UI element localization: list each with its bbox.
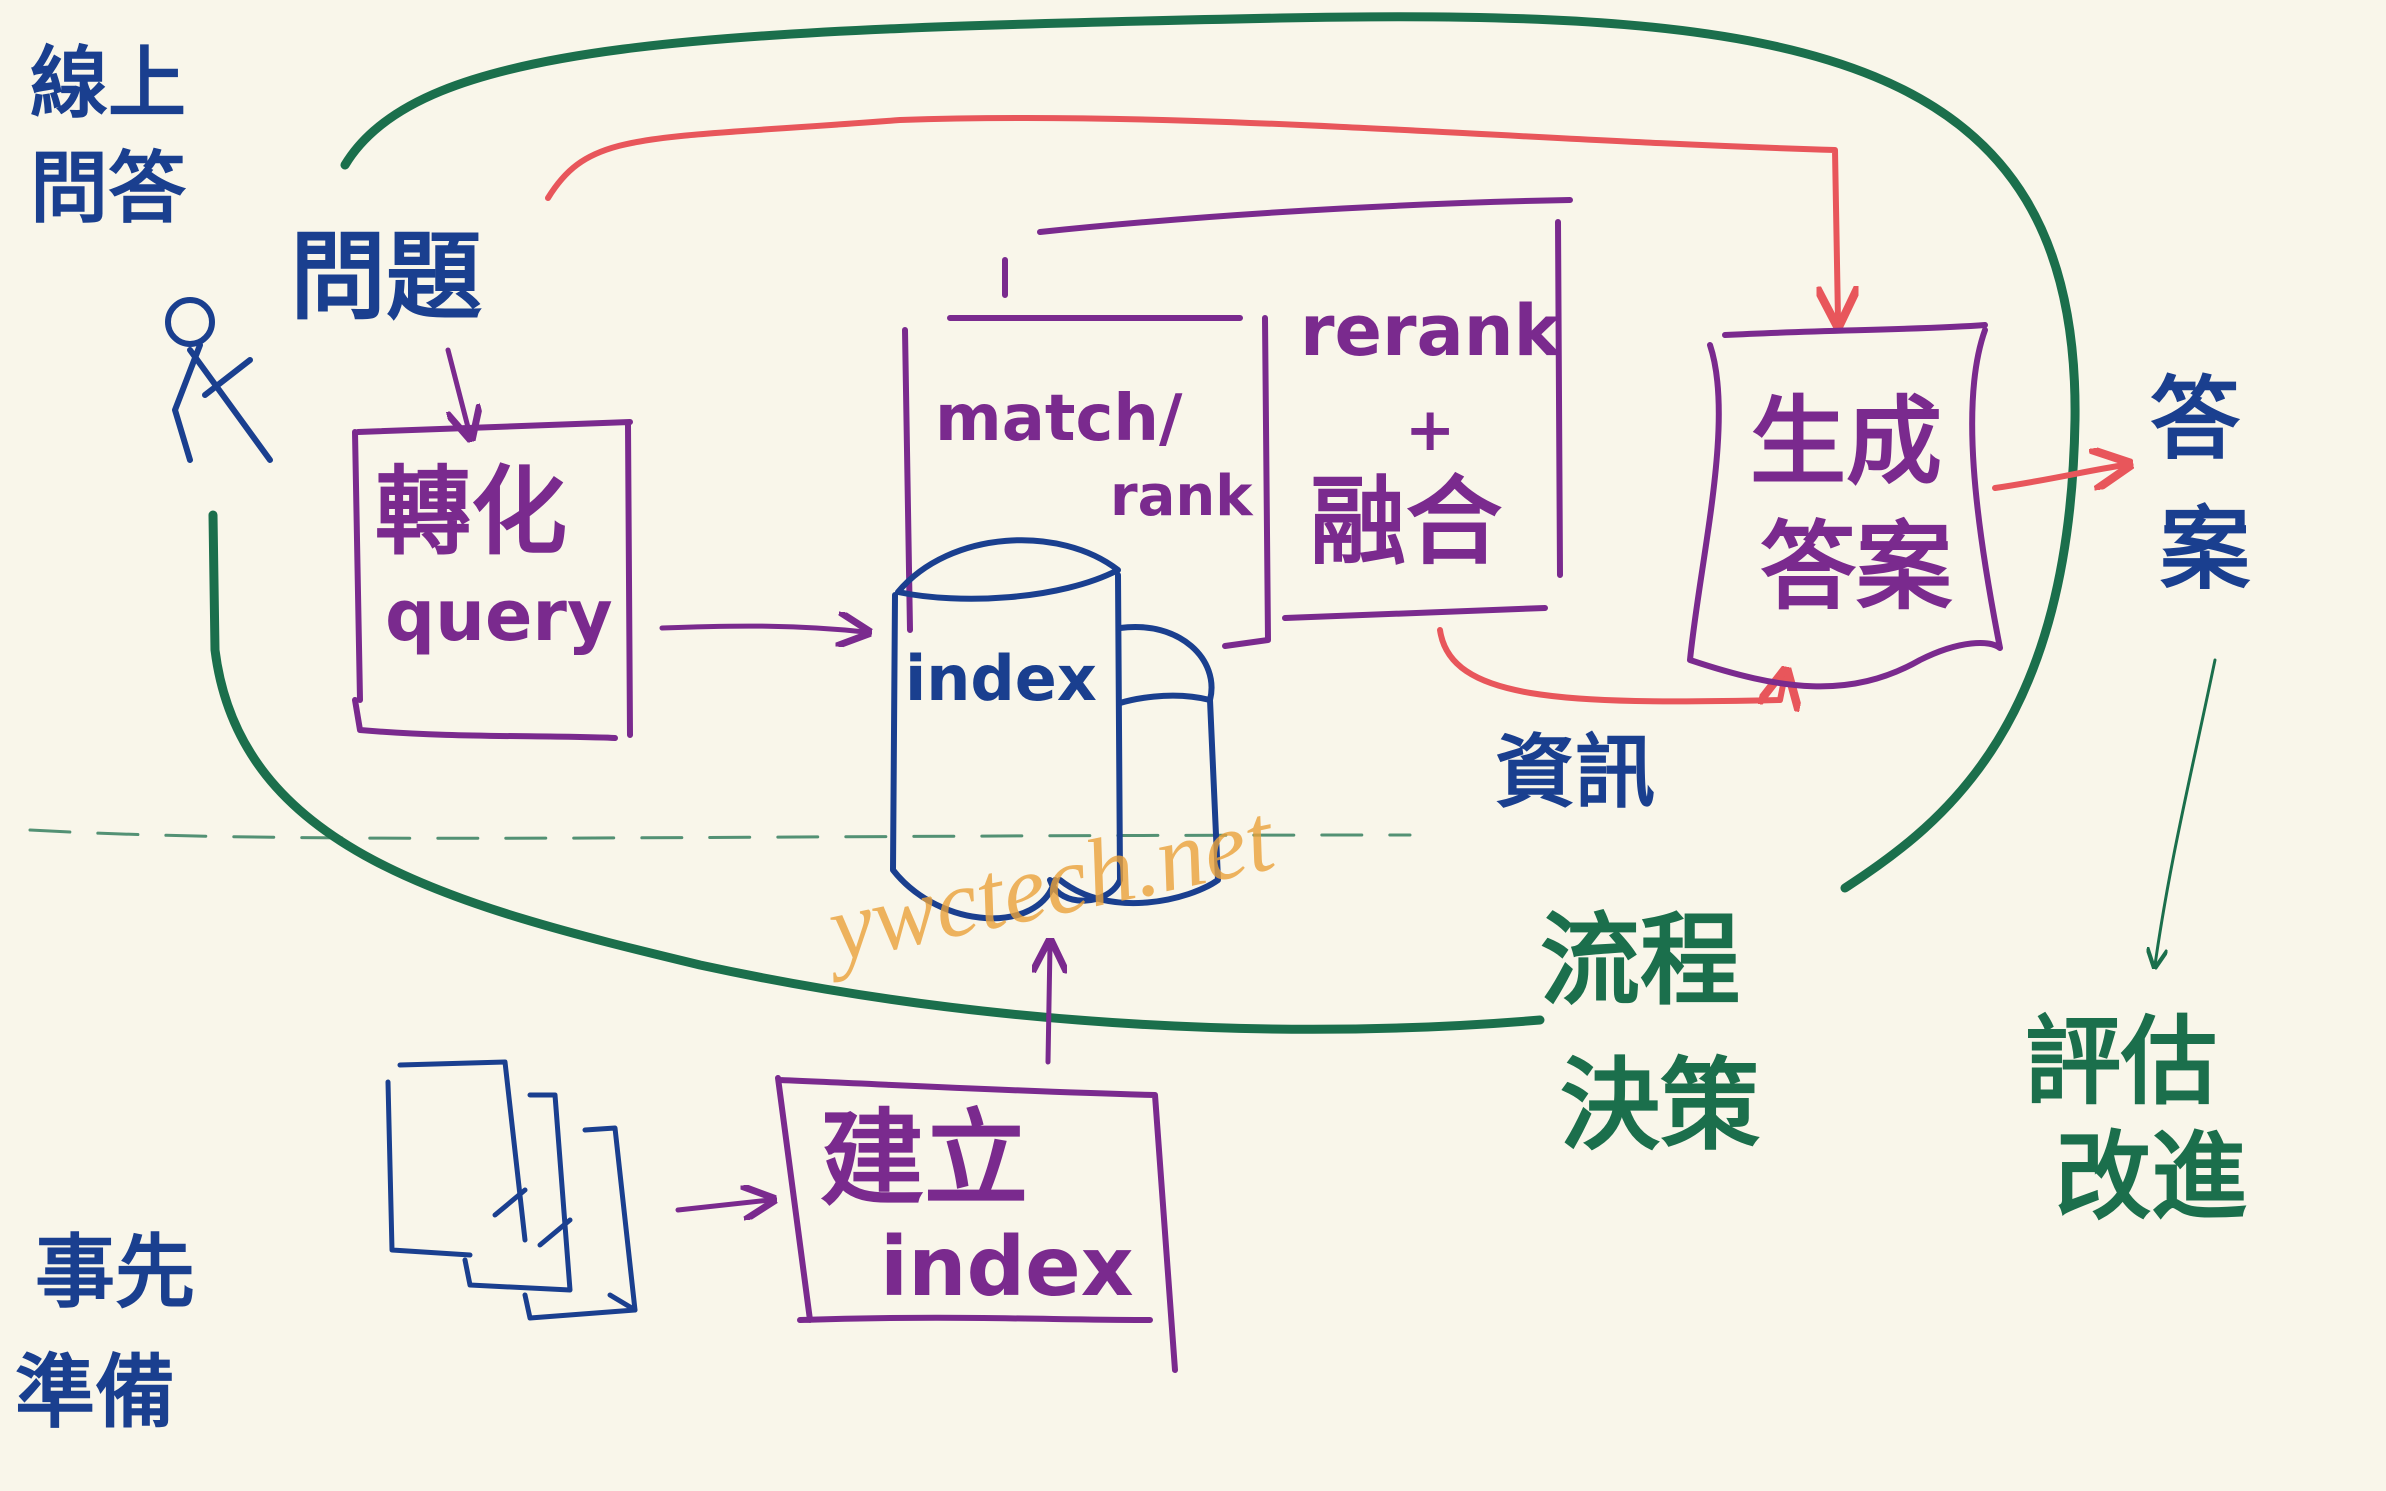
prep-label-line2: 準備 [15, 1346, 175, 1439]
index-label: index [905, 642, 1097, 715]
flow-decision-loop-lower [208, 510, 1545, 1034]
build-label: 建立 [820, 1098, 1028, 1220]
stick-figure-icon [165, 297, 273, 463]
generate-label-line2: 答案 [1760, 511, 1953, 623]
docs-to-build-arrow [675, 1200, 770, 1210]
flow-decision-label-line1: 流程 [1540, 902, 1740, 1019]
database-cylinder-icon [890, 537, 1221, 922]
question-label: 問題 [290, 221, 482, 333]
evaluate-label-line1: 評估 [2025, 1006, 2217, 1118]
answer-label-line1: 答 [2150, 367, 2241, 472]
answer-to-evaluate-arrow [2155, 658, 2217, 965]
prep-label-line1: 事先 [35, 1226, 195, 1319]
answer-label-line2: 案 [2160, 497, 2251, 602]
transform-label: 轉化 [375, 456, 567, 568]
evaluate-label-line2: 改進 [2055, 1121, 2247, 1233]
match-rank-label-1: match/ [935, 382, 1183, 456]
plus-label: + [1405, 395, 1455, 465]
build-to-index-arrow [1048, 945, 1050, 1065]
online-qa-label-line1: 線上 [30, 39, 186, 129]
online-qa-label-line2: 問答 [30, 144, 187, 234]
rerank-box [1002, 197, 1573, 621]
generate-label-line1: 生成 [1750, 386, 1942, 498]
query-label: query [385, 575, 613, 657]
document-stack-icon [385, 1059, 638, 1321]
flow-decision-label-line2: 決策 [1560, 1047, 1760, 1164]
transform-box [352, 419, 633, 741]
question-to-transform-arrow [445, 347, 470, 435]
info-to-generate-arrow [1437, 627, 1785, 701]
query-to-index-arrow [659, 626, 865, 632]
rerank-label: rerank [1300, 290, 1562, 372]
build-index-label: index [880, 1220, 1134, 1315]
generate-answer-box [1687, 322, 2003, 690]
fusion-label: 融合 [1310, 466, 1502, 578]
build-index-box [775, 1075, 1178, 1373]
info-label: 資訊 [1495, 726, 1655, 819]
question-to-answer-arrow [545, 114, 1838, 320]
generate-to-answer-arrow [1992, 465, 2125, 491]
flow-decision-loop [340, 12, 2080, 893]
match-rank-label-2: rank [1110, 464, 1254, 529]
